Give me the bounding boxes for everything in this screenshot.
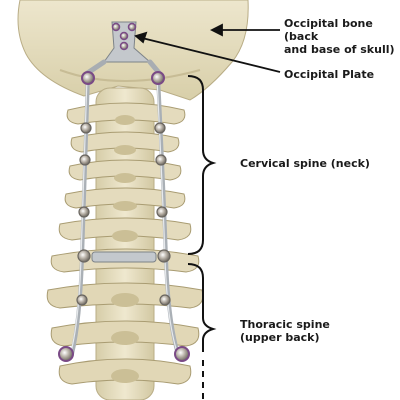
pointer-arrows: [134, 23, 281, 73]
cervical-bracket: [187, 75, 217, 255]
cervical-spine-label: Cervical spine (neck): [240, 157, 370, 170]
thoracic-spine-label: Thoracic spine (upper back): [240, 318, 330, 344]
thoracic-bracket: [187, 263, 217, 400]
occipital-plate-label: Occipital Plate: [284, 68, 375, 81]
vertebral-column: [46, 87, 204, 400]
fixation-rods: [70, 74, 180, 356]
cross-connector: [91, 251, 157, 263]
pedicle-screws: [58, 71, 190, 362]
occipital-plate-screws: [111, 22, 137, 51]
occipital-plate-arrow: [141, 37, 281, 73]
occipital-bone-label: Occipital bone (back and base of skull): [284, 17, 395, 56]
